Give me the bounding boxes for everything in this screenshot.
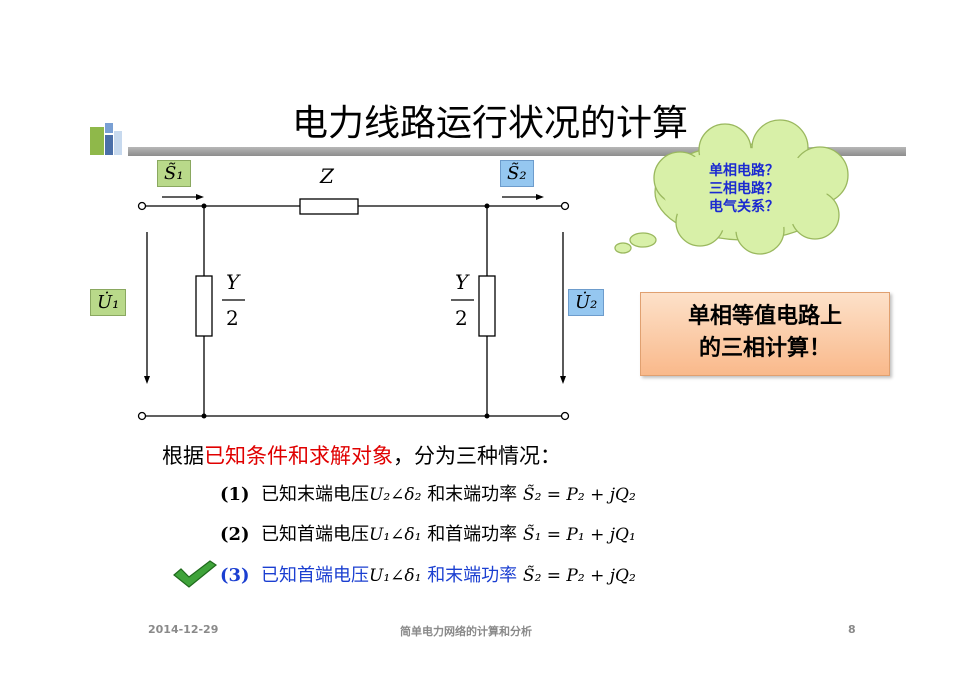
case-expr: U₁∠δ₁ [369, 525, 422, 545]
cloud-line: 三相电路？ [709, 181, 779, 197]
case-expr: U₂∠δ₂ [369, 485, 422, 505]
intro-suffix: ，分为三种情况： [393, 444, 561, 468]
case-item: (2) 已知首端电压U₁∠δ₁ 和首端功率 S̃₁ = P₁ + jQ₁ [220, 520, 636, 546]
cloud-line: 电气关系？ [709, 199, 779, 215]
cloud-line: 单相电路？ [709, 163, 779, 179]
admittance-right-den: 2 [455, 306, 468, 330]
case-expr: U₁∠δ₁ [369, 566, 422, 586]
cloud-questions: 单相电路？ 三相电路？ 电气关系？ [684, 162, 804, 216]
case-text: 和末端功率 [427, 565, 518, 586]
s2-label: S̃₂ [500, 160, 534, 187]
case-item: (3) 已知首端电压U₁∠δ₁ 和末端功率 S̃₂ = P₂ + jQ₂ [220, 561, 636, 587]
u1-label: U̇₁ [90, 289, 127, 316]
u2-label: U̇₂ [568, 289, 605, 316]
case-text: 已知首端电压 [261, 524, 370, 545]
note-line: 单相等值电路上 [687, 304, 842, 329]
impedance-label: Z [320, 164, 334, 188]
case-text: 已知首端电压 [261, 565, 370, 586]
case-number: (1) [220, 484, 250, 505]
case-item: (1) 已知末端电压U₂∠δ₂ 和末端功率 S̃₂ = P₂ + jQ₂ [220, 480, 636, 506]
title-rule [128, 147, 906, 156]
admittance-right-num: Y [455, 270, 469, 294]
thought-cloud [614, 119, 849, 255]
intro-highlight: 已知条件和求解对象 [204, 444, 393, 468]
footer-page-number: 8 [848, 623, 856, 636]
intro-prefix: 根据 [162, 444, 204, 468]
case-expr: S̃₁ = P₁ + jQ₁ [522, 525, 636, 545]
footer-date: 2014-12-29 [148, 623, 219, 636]
admittance-left-den: 2 [226, 306, 239, 330]
note-line: 的三相计算！ [698, 336, 831, 361]
intro-text: 根据已知条件和求解对象，分为三种情况： [162, 440, 561, 470]
case-number: (2) [220, 524, 250, 545]
footer-course: 简单电力网络的计算和分析 [400, 625, 532, 638]
admittance-left-num: Y [226, 270, 240, 294]
case-text: 和首端功率 [427, 524, 518, 545]
case-text: 已知末端电压 [261, 484, 370, 505]
slide-logo [90, 123, 122, 155]
slide-title: 电力线路运行状况的计算 [291, 103, 688, 144]
case-number: (3) [220, 565, 250, 586]
checkmark-icon [173, 560, 218, 588]
note-box: 单相等值电路上 的三相计算！ [640, 292, 890, 376]
case-text: 和末端功率 [427, 484, 518, 505]
case-expr: S̃₂ = P₂ + jQ₂ [522, 566, 636, 586]
s1-label: S̃₁ [157, 160, 191, 187]
case-expr: S̃₂ = P₂ + jQ₂ [522, 485, 636, 505]
